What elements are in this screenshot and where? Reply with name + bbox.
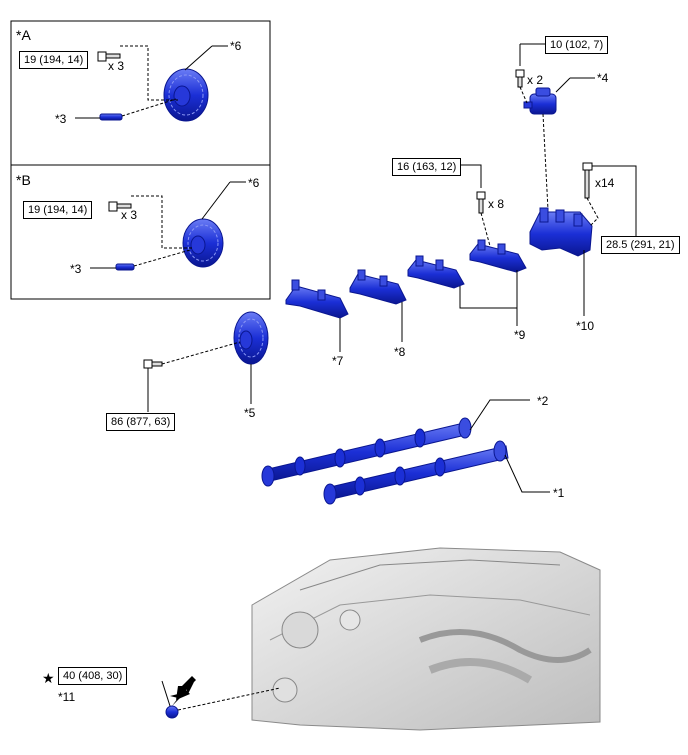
part-label-1: *1 [553, 486, 565, 500]
sprocket-bolt [143, 359, 163, 369]
part-label-6a: *6 [230, 39, 242, 53]
camshaft-bearing-cap-7 [285, 279, 349, 319]
torque-box-plug: 40 (408, 30) [58, 667, 128, 685]
camshaft-no1 [323, 440, 509, 505]
valve-bolt [515, 69, 525, 88]
part-label-5: *5 [244, 406, 256, 420]
part-label-4: *4 [597, 71, 609, 85]
inset-b-leader-bolt [131, 195, 192, 249]
qty-label-cap-small: x 8 [488, 197, 505, 211]
inset-b-callout-6 [201, 181, 231, 220]
cap-large-torque-leader [592, 165, 637, 236]
cap-small-torque-leader [458, 164, 482, 188]
inset-b-leader-pin [133, 249, 191, 267]
camshaft-bearing-cap-8 [349, 269, 407, 305]
engine-assembly [251, 547, 601, 731]
star-icon: ★ [42, 670, 55, 686]
qty-label-b: x 3 [121, 208, 138, 222]
torque-box-cap-large: 28.5 (291, 21) [601, 236, 680, 254]
inset-b-sprocket [182, 218, 224, 268]
cap-large-bolt [582, 162, 593, 199]
inset-label-b: *B [16, 172, 31, 188]
plug-bolt [165, 705, 179, 719]
part-label-10: *10 [576, 319, 595, 333]
part-label-11: *11 [58, 690, 76, 704]
part-label-2: *2 [537, 394, 549, 408]
qty-label-cap-large: x14 [595, 176, 615, 190]
part-label-3a: *3 [55, 112, 67, 126]
inset-frame [10, 20, 271, 300]
qty-label-valve: x 2 [527, 73, 544, 87]
inset-label-a: *A [16, 27, 31, 43]
inset-a-bolt [97, 51, 121, 62]
inset-a-leader-bolt [120, 45, 178, 101]
torque-box-cap-small: 16 (163, 12) [392, 158, 462, 176]
camshaft-bearing-cap-9b [469, 239, 527, 273]
torque-box-sprocket: 86 (877, 63) [106, 413, 176, 431]
callout-4-line [555, 77, 571, 93]
torque-box-b: 19 (194, 14) [23, 201, 93, 219]
inset-a-pin [99, 113, 123, 121]
torque-box-a: 19 (194, 14) [19, 51, 89, 69]
part-label-7: *7 [332, 354, 344, 368]
inset-a-leader-pin [121, 98, 177, 117]
inset-a-callout-6 [184, 45, 213, 71]
callout-9-bracket [459, 270, 518, 309]
camshaft-timing-sprocket [233, 311, 269, 365]
inset-a-sprocket [163, 68, 209, 122]
torque-box-valve: 10 (102, 7) [545, 36, 609, 54]
inset-b-bolt [108, 201, 132, 212]
part-label-6b: *6 [248, 176, 260, 190]
callout-2-line [469, 399, 530, 431]
camshaft-bearing-cap-9a [407, 255, 465, 289]
callout-1-line [504, 454, 550, 493]
plug-torque-leader [161, 680, 171, 707]
camshaft-no2 [261, 417, 472, 487]
camshaft-housing-cap [529, 207, 593, 257]
part-label-9: *9 [514, 328, 526, 342]
inset-b-pin [115, 263, 135, 271]
oil-control-valve [523, 87, 557, 115]
qty-label-a: x 3 [108, 59, 125, 73]
part-label-3b: *3 [70, 262, 82, 276]
part-label-8: *8 [394, 345, 406, 359]
cap-small-bolt [476, 191, 486, 214]
